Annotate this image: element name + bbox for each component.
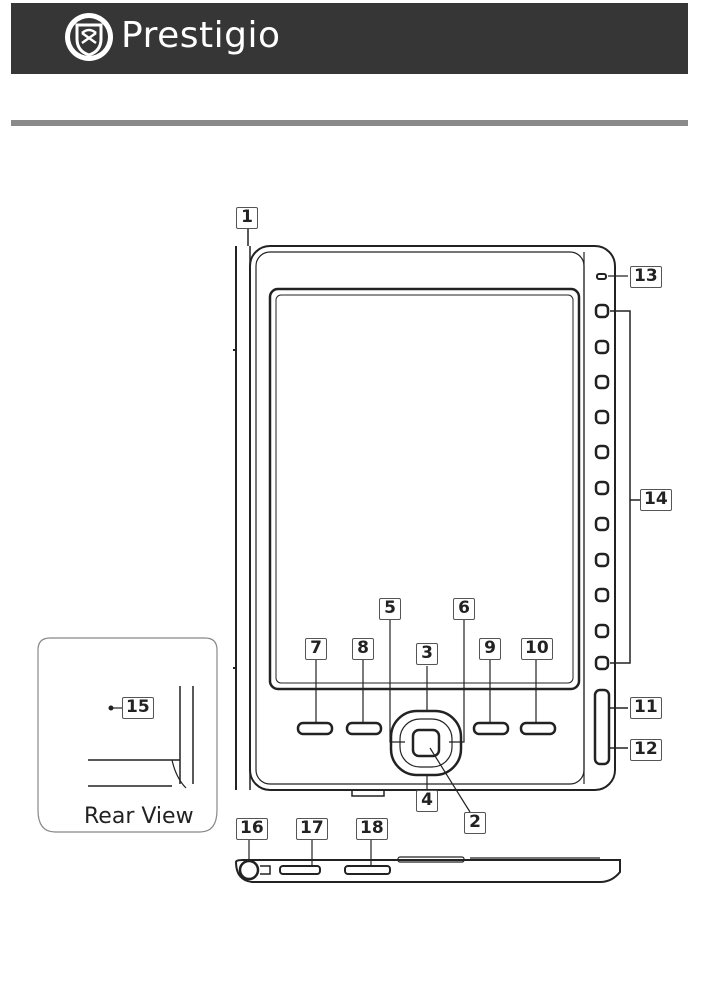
- callout-6: 6: [453, 598, 475, 620]
- callout-2: 2: [464, 812, 486, 834]
- callout-3: 3: [416, 643, 438, 665]
- callout-13: 13: [630, 266, 662, 288]
- callout-15: 15: [122, 697, 154, 719]
- prestigio-shield-icon: [65, 13, 113, 61]
- callout-4: 4: [416, 790, 438, 812]
- callout-16: 16: [236, 818, 268, 840]
- callout-9: 9: [479, 638, 501, 660]
- callout-10: 10: [521, 638, 553, 660]
- callout-7: 7: [305, 638, 327, 660]
- callout-12: 12: [630, 739, 662, 761]
- header-banner: Prestigio: [11, 3, 688, 74]
- callout-14: 14: [640, 489, 672, 511]
- callout-8: 8: [352, 638, 374, 660]
- callout-17: 17: [296, 818, 328, 840]
- callout-18: 18: [356, 818, 388, 840]
- callout-5: 5: [379, 598, 401, 620]
- section-rule: [11, 120, 688, 126]
- callout-11: 11: [630, 697, 662, 719]
- callout-1: 1: [236, 207, 258, 229]
- rear-view-label: Rear View: [84, 804, 194, 829]
- brand-name: Prestigio: [121, 15, 281, 56]
